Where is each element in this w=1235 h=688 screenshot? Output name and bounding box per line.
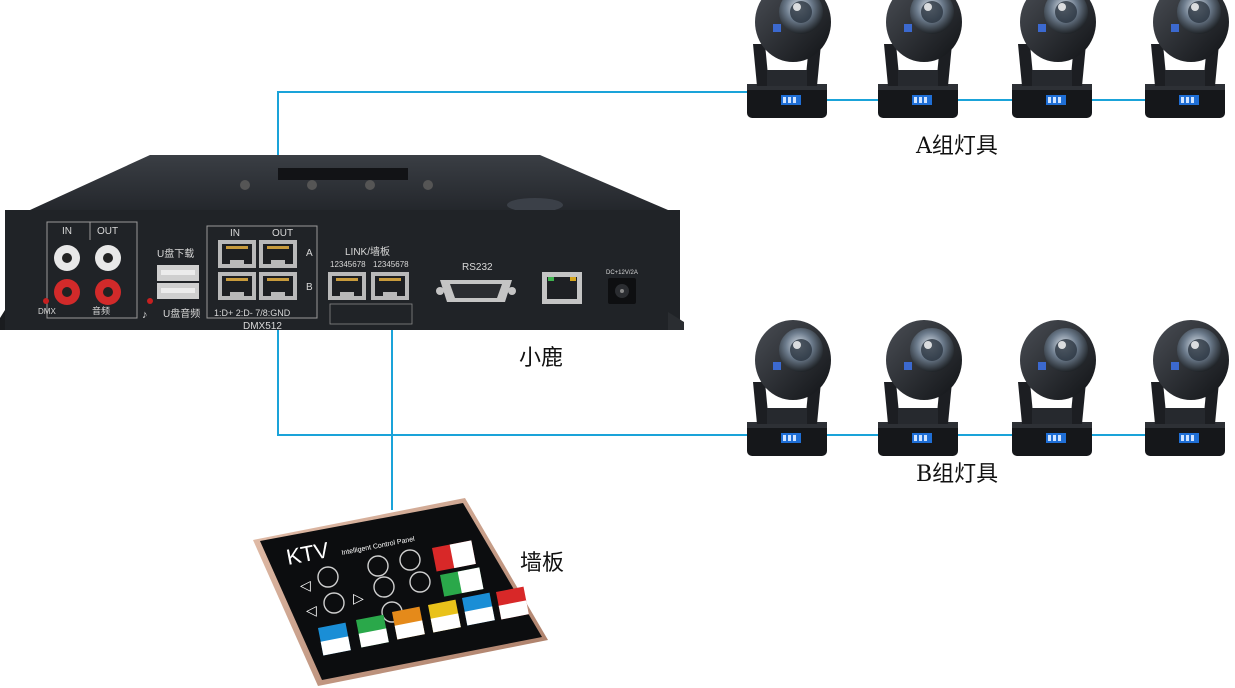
group-a-label: A组灯具 [916, 134, 998, 159]
audio-in-label: IN [62, 226, 72, 237]
link-pins-label: 12345678 [330, 260, 366, 269]
arrow-right-icon: ▷ [353, 590, 364, 606]
dmx512-label: DMX512 [243, 321, 282, 332]
dmx-port-out-b [259, 272, 297, 300]
dmx-port-in-b [218, 272, 256, 300]
group-b-label: B组灯具 [916, 462, 999, 487]
port-a-label: A [306, 248, 313, 259]
dmx-port-in-a [218, 240, 256, 268]
round-buttons [317, 549, 431, 623]
dmx-in-label: IN [230, 228, 240, 239]
rs232-label: RS232 [462, 262, 493, 273]
moving-head-fixture [747, 0, 831, 118]
dc-power-label: DC+12V/2A [606, 270, 638, 276]
moving-head-fixture [1145, 0, 1229, 118]
port-b-label: B [306, 282, 313, 293]
moving-head-fixture [878, 0, 962, 118]
scene-buttons [318, 540, 529, 656]
dmx-pinout-label: 1:D+ 2:D- 7/8:GND [214, 308, 291, 318]
usb-download-label: U盘下载 [157, 247, 194, 260]
wire-group-b [277, 292, 758, 436]
moving-head-fixture [1012, 320, 1096, 456]
moving-head-fixture [1145, 320, 1229, 456]
moving-head-fixture [1012, 0, 1096, 118]
dmx-led-label: DMX [38, 307, 56, 316]
link-pins-label: 12345678 [373, 260, 409, 269]
wall-panel-device: KTV Intelligent Control Panel ◁ ◁ ▷ [253, 498, 548, 686]
arrow-left-icon: ◁ [300, 577, 311, 593]
usb-audio-label: U盘音频 [163, 307, 200, 320]
dmx-port-out-a [259, 240, 297, 268]
moving-head-fixture [878, 320, 962, 456]
audio-label: 音频 [92, 305, 110, 316]
controller-device: IN OUT DMX 音频 U盘下载 ♪ U盘音频 IN OUT A B 1:D… [0, 155, 684, 332]
arrow-left-icon: ◁ [306, 602, 317, 618]
music-note-icon: ♪ [142, 309, 148, 321]
dmx-out-label: OUT [272, 228, 293, 239]
link-title-label: LINK/墙板 [345, 245, 390, 258]
link-port-1 [328, 272, 366, 300]
moving-head-fixture [747, 320, 831, 456]
controller-label: 小鹿 [519, 346, 564, 371]
link-port-2 [371, 272, 409, 300]
audio-out-label: OUT [97, 226, 118, 237]
wall-panel-label: 墙板 [520, 551, 565, 576]
